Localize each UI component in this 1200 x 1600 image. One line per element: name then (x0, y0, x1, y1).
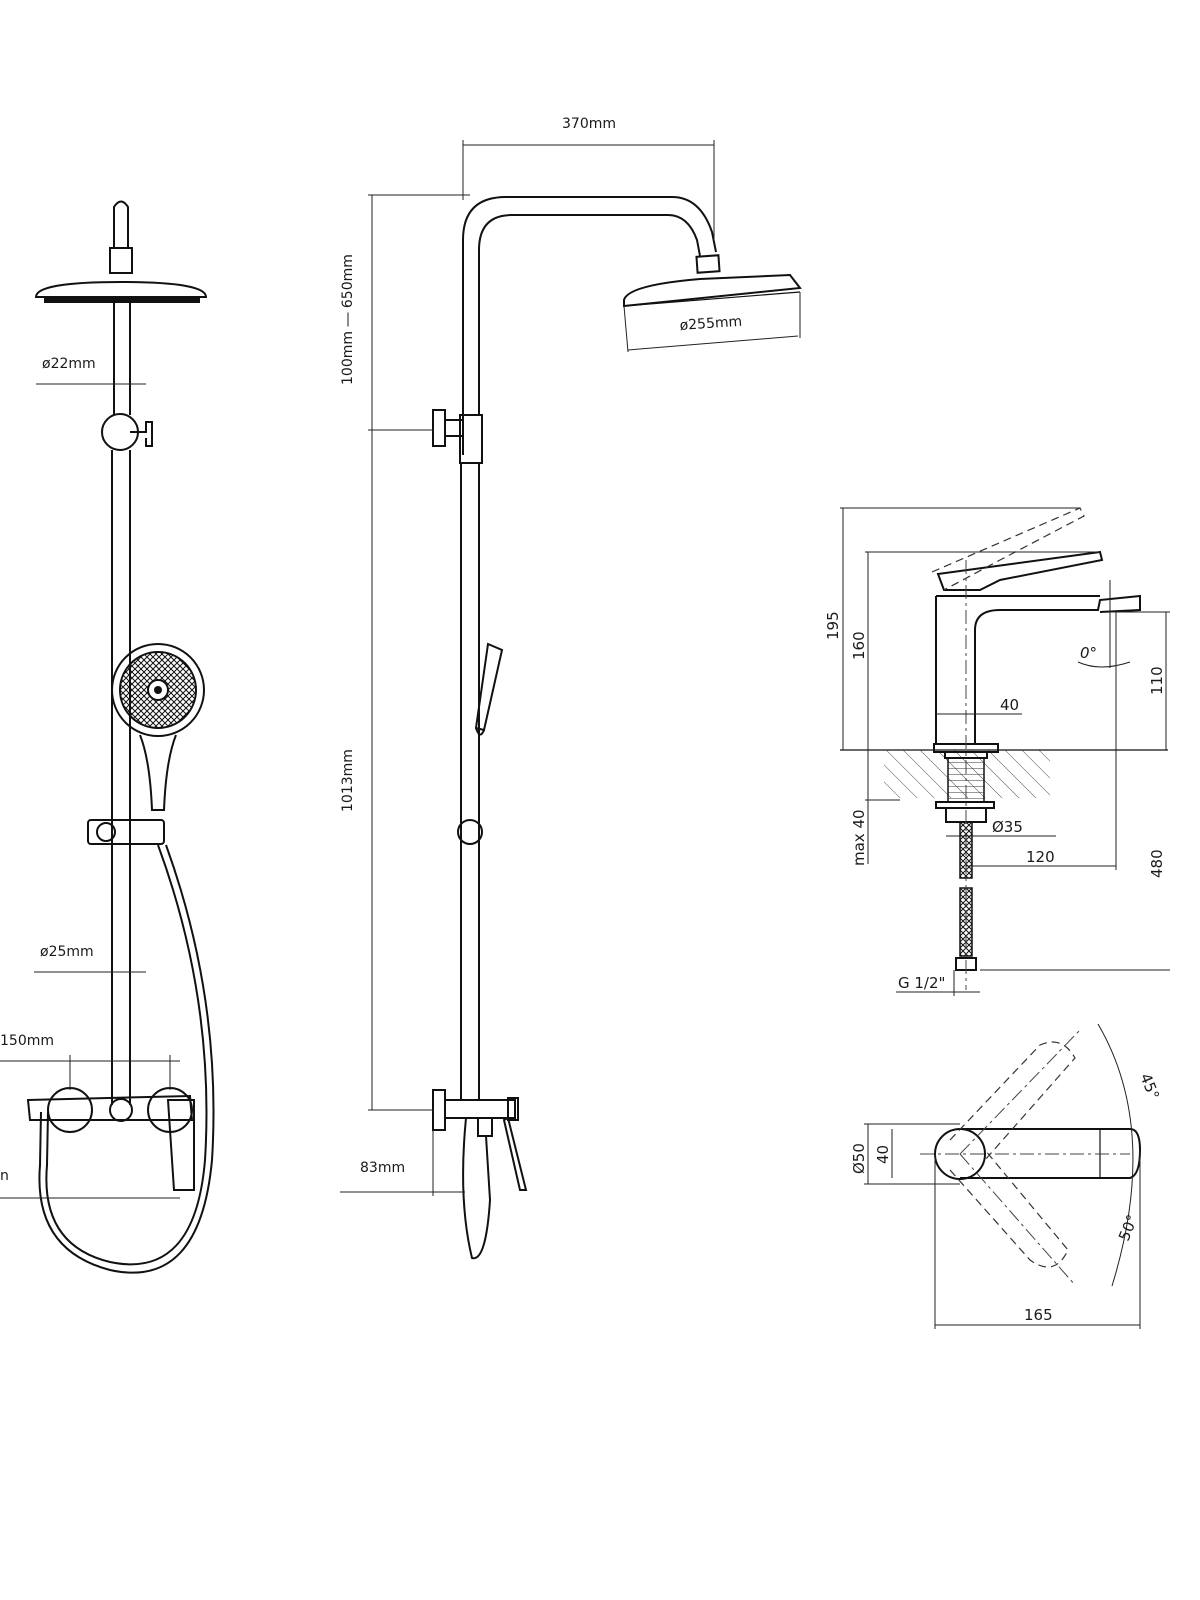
mixer-lever-closed (936, 550, 1104, 591)
shower-arm-inner (478, 214, 701, 415)
height-total-label: 1013mm (340, 749, 356, 812)
side-head-connector (695, 254, 721, 274)
dim-angle-arc (1077, 661, 1131, 668)
slide-knob (96, 822, 116, 842)
base-diameter-label: Ø50 (850, 1143, 868, 1174)
spout-reach-label: 120 (1026, 848, 1055, 866)
riser-cap (113, 200, 129, 248)
angle-label: 0° (1080, 644, 1097, 662)
shank-diameter-label: Ø35 (992, 818, 1023, 836)
basin-mixer-side (840, 507, 1168, 990)
left-edge-fragment: n (0, 1168, 9, 1184)
side-slide-knob (457, 819, 483, 845)
angle-upper-label: 45° (1136, 1071, 1163, 1102)
rain-head-front (34, 280, 208, 298)
max-deck-label: max 40 (850, 809, 868, 866)
head-diameter-label: ø255mm (679, 314, 743, 334)
top-angle-arc (1097, 1023, 1134, 1287)
top-centerline-lower (959, 1153, 1076, 1286)
top-centerline-upper (959, 1029, 1081, 1155)
basin-mixer-side-dimensions: 195 160 110 0° 40 max 40 Ø35 120 480 G 1… (824, 507, 1170, 996)
side-hose (462, 1117, 492, 1260)
dim-head-tick-left (623, 305, 629, 353)
dim-head-line (627, 335, 799, 351)
shower-hose-inner (38, 844, 215, 1274)
shower-arm-outer (462, 196, 717, 455)
mixer-center-nut (109, 1098, 133, 1122)
body-width-label: 40 (1000, 696, 1019, 714)
shower-hose (45, 844, 208, 1266)
mixer-body (26, 1094, 194, 1121)
hand-shower-handle (139, 734, 177, 811)
upper-pipe-diameter: ø22mm (42, 356, 96, 372)
diverter-lever (130, 421, 153, 447)
side-mixer-lever (502, 1116, 528, 1191)
side-view-dimensions: 370mm 100mm ― 650mm 1013mm ø255mm 83mm (340, 116, 801, 1196)
hand-shower-dot (154, 686, 162, 694)
side-mixer-cap (507, 1097, 519, 1121)
front-view (26, 200, 215, 1274)
mixer-lever-open (931, 507, 1085, 591)
height-closed-label: 160 (850, 631, 868, 660)
side-diverter-knob (432, 409, 446, 447)
spout-height-label: 110 (1148, 666, 1166, 695)
slide-bracket (87, 819, 165, 845)
side-hand-shower-handle (475, 727, 485, 736)
side-mixer-outlet (477, 1117, 493, 1137)
front-view-dimensions: ø22mm ø25mm 150mm n (0, 356, 180, 1199)
arm-length-label: 370mm (562, 116, 616, 132)
lower-pipe-diameter: ø25mm (40, 944, 94, 960)
side-mixer-flange (432, 1089, 446, 1131)
wall-offset-label: 83mm (360, 1160, 405, 1176)
height-top-label: 100mm ― 650mm (340, 254, 356, 385)
side-rain-head (623, 273, 802, 308)
top-length-label: 165 (1024, 1306, 1053, 1324)
basin-mixer-top (920, 1023, 1142, 1287)
side-rain-head-face (623, 291, 801, 307)
mixer-body-spout (974, 594, 1141, 744)
height-open-label: 195 (824, 611, 842, 640)
hose-length-label: 480 (1148, 849, 1166, 878)
top-body-width-label: 40 (874, 1145, 892, 1164)
side-diverter-stem (444, 419, 464, 437)
hand-shower-face (111, 643, 205, 737)
wall-flange-left (47, 1087, 93, 1133)
mixer-lever (166, 1099, 195, 1191)
thread-label: G 1/2" (898, 974, 945, 992)
side-view (432, 196, 802, 1260)
side-diverter-body (459, 414, 483, 464)
rain-head-nozzles (44, 296, 200, 303)
head-connector (109, 247, 133, 274)
side-mixer-body (444, 1099, 516, 1119)
center-distance-label: 150mm (0, 1033, 54, 1049)
top-lever-lower (949, 1149, 1069, 1268)
angle-lower-label: 50° (1115, 1212, 1142, 1243)
basin-mixer-top-dimensions: Ø50 40 45° 50° 165 (850, 1071, 1163, 1329)
top-lever-upper (949, 1041, 1076, 1161)
